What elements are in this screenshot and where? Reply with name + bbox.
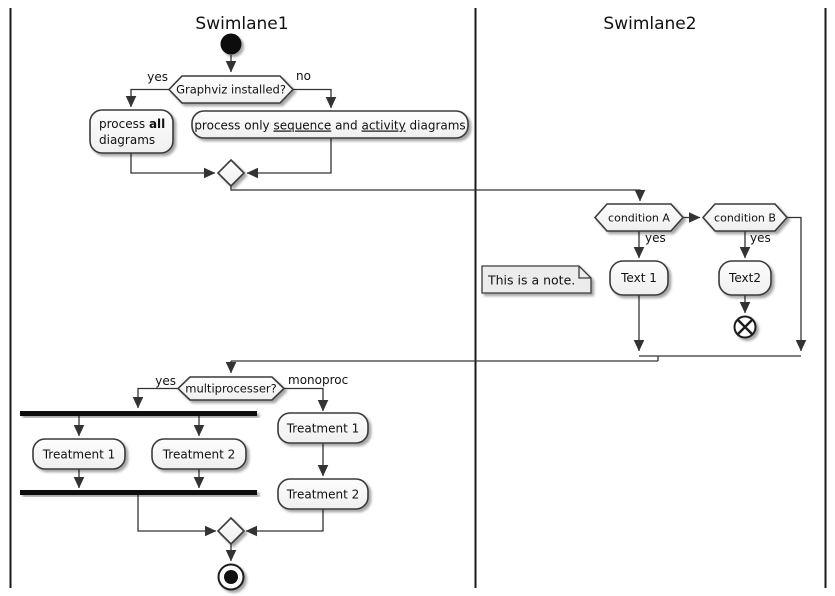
condition-a-yes-label: yes	[645, 231, 666, 245]
condition-a-label: condition A	[608, 212, 670, 225]
join-bar	[20, 490, 257, 495]
merge1-diamond	[216, 158, 246, 188]
swimlane2-title: Swimlane2	[603, 14, 696, 34]
process-only-activity	[191, 110, 469, 139]
graphviz-decision-label: Graphviz installed?	[176, 83, 286, 97]
edge-monotreatment2-to-merge2	[245, 509, 324, 537]
process-all-label-line2: diagrams	[99, 133, 155, 147]
fork-bar	[20, 411, 257, 416]
mono-treatment2-label: Treatment 2	[286, 488, 360, 502]
process-only-seg-activity: activity	[361, 119, 405, 133]
process-all-seg-bold: all	[149, 117, 165, 131]
edge-graphviz-yes	[125, 88, 169, 108]
destroy-node-x-icon	[736, 318, 754, 336]
condition-b-hexagon	[701, 203, 789, 232]
note-text: This is a note.	[487, 273, 575, 288]
edge-multiprocessor-monoproc	[284, 387, 329, 412]
multiprocessor-monoproc-label: monoproc	[288, 373, 348, 387]
note-shape	[481, 265, 592, 294]
edge-processonly-to-merge1	[246, 138, 332, 179]
process-all-label-line1: process all	[99, 117, 165, 131]
condition-b-yes-label: yes	[750, 231, 771, 245]
mono-treatment1-label: Treatment 1	[286, 422, 360, 436]
swimlane1-title: Swimlane1	[195, 14, 288, 34]
parallel-treatment2-label: Treatment 2	[162, 448, 236, 462]
destroy-node	[733, 315, 757, 339]
edge-merge1-to-conditiona	[230, 186, 646, 202]
process-only-seg3: and	[331, 119, 361, 133]
process-all-seg1: process	[99, 117, 149, 131]
edge-join-to-merge2	[137, 495, 217, 537]
graphviz-no-label: no	[296, 69, 311, 83]
process-all-activity	[89, 109, 174, 154]
parallel-treatment1-label: Treatment 1	[42, 448, 116, 462]
start-node	[220, 33, 242, 55]
graphviz-yes-label: yes	[147, 70, 168, 84]
edge-graphviz-no	[293, 88, 337, 109]
graphviz-decision-hexagon	[167, 75, 295, 104]
multiprocessor-decision-hexagon	[176, 376, 286, 401]
condition-a-hexagon	[593, 203, 685, 232]
mono-treatment2-activity	[277, 478, 369, 510]
condition-b-label: condition B	[714, 212, 776, 225]
edge-processall-to-merge1	[130, 153, 216, 179]
parallel-treatment1-activity	[32, 438, 126, 470]
note-fold-corner	[578, 266, 591, 279]
text2-activity	[718, 260, 772, 296]
parallel-treatment2-activity	[151, 438, 247, 470]
mono-treatment1-activity	[277, 412, 369, 444]
process-only-label: process only sequence and activity diagr…	[194, 119, 465, 133]
text1-activity	[609, 260, 669, 296]
end-node-dot	[224, 570, 238, 584]
end-node	[217, 563, 245, 591]
edge-conditionb-no-down	[787, 216, 807, 352]
process-only-seg-sequence: sequence	[273, 119, 331, 133]
process-only-seg5: diagrams	[406, 119, 466, 133]
text2-label: Text2	[728, 271, 761, 285]
edge-multiprocessor-yes	[132, 387, 178, 409]
merge2-diamond	[216, 516, 246, 546]
text1-label: Text 1	[620, 271, 657, 285]
process-only-seg1: process only	[194, 119, 273, 133]
multiprocessor-yes-label: yes	[155, 374, 176, 388]
multiprocessor-decision-label: multiprocesser?	[185, 382, 277, 396]
